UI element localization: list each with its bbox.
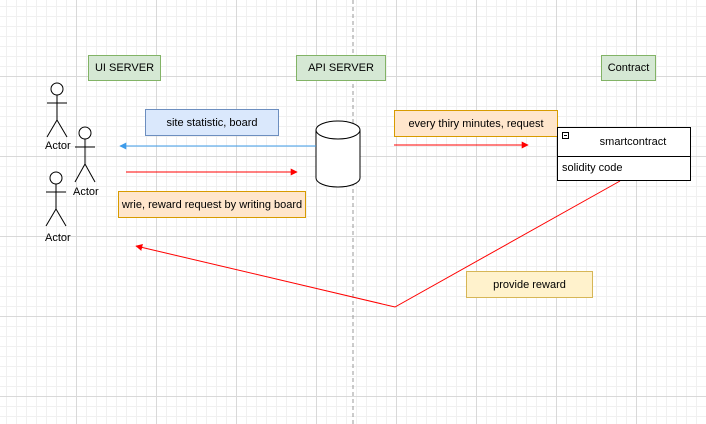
write-request-label: wrie, reward request by writing board <box>118 191 306 218</box>
smartcontract-class-header: smartcontract <box>558 128 690 157</box>
database-icon <box>315 120 361 188</box>
arrow-provide-reward <box>135 180 621 308</box>
api-server-header: API SERVER <box>296 55 386 81</box>
actor-3-figure <box>45 171 67 227</box>
contract-header: Contract <box>601 55 656 81</box>
actor-3-label: Actor <box>45 232 71 244</box>
smartcontract-class[interactable]: smartcontract solidity code <box>557 127 691 181</box>
actor-2-label: Actor <box>73 186 99 198</box>
smartcontract-class-name: smartcontract <box>599 136 667 148</box>
smartcontract-field: solidity code <box>562 162 623 174</box>
collapse-icon[interactable] <box>562 132 569 139</box>
actor-2-figure <box>74 126 96 183</box>
provide-reward-label: provide reward <box>466 271 593 298</box>
every-thirty-label: every thiry minutes, request <box>394 110 558 137</box>
ui-server-header: UI SERVER <box>88 55 161 81</box>
actor-1-label: Actor <box>45 140 71 152</box>
site-statistic-label: site statistic, board <box>145 109 279 136</box>
actor-1-figure <box>46 82 68 138</box>
